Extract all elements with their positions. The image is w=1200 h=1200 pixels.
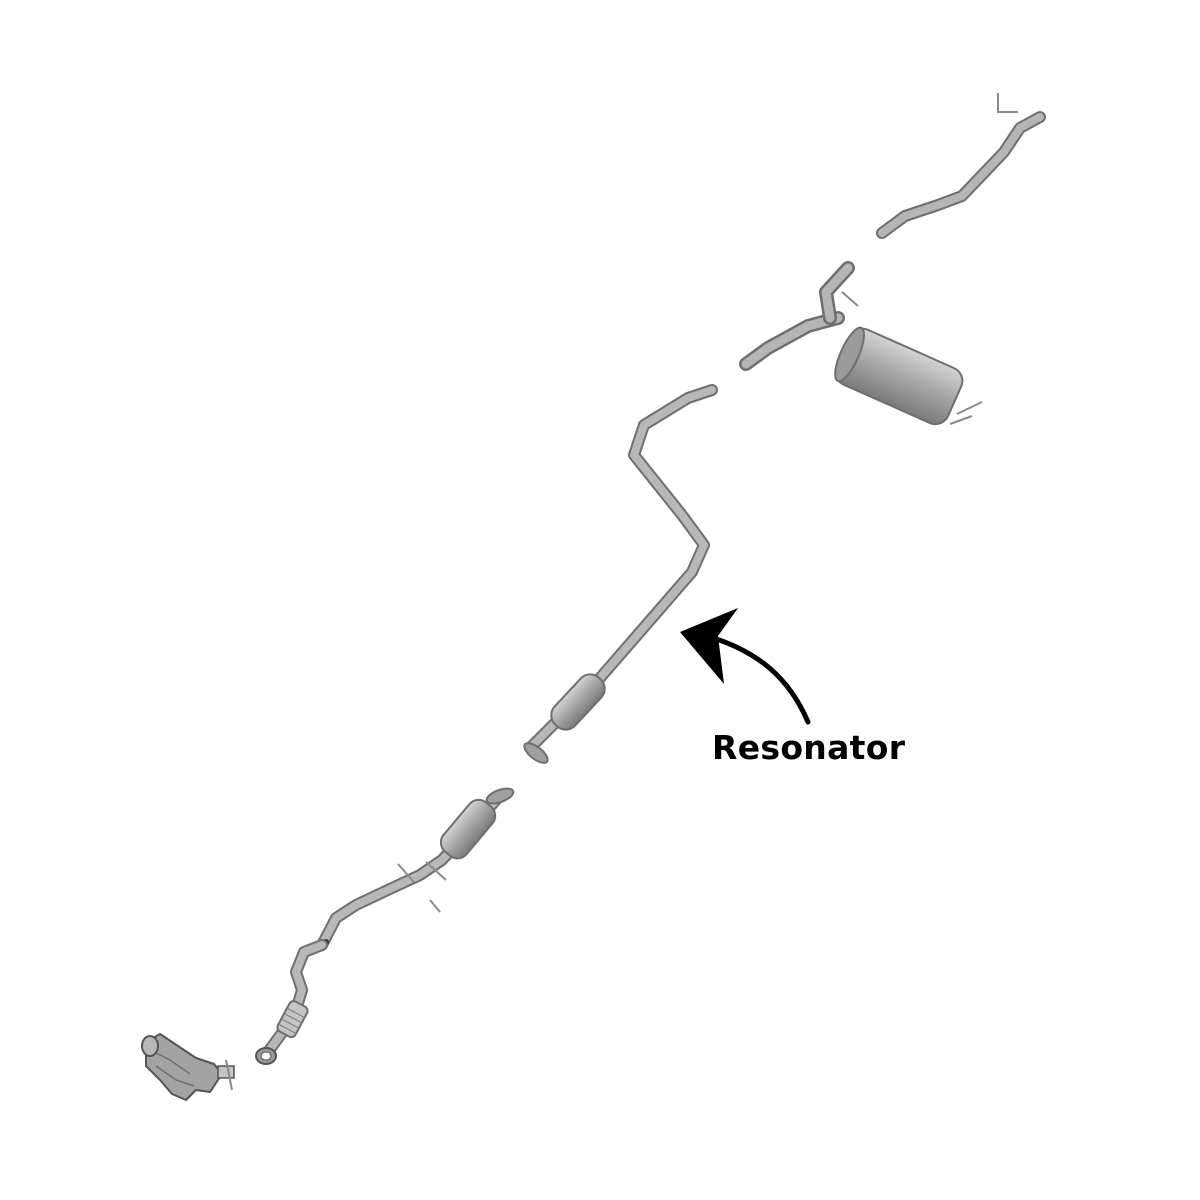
flex-pipe bbox=[276, 1000, 309, 1039]
resonator-pipe bbox=[523, 384, 718, 764]
resonator-label: Resonator bbox=[712, 728, 906, 767]
muffler-assembly bbox=[739, 261, 983, 426]
catalytic-converter bbox=[439, 798, 497, 860]
catalytic-converter-pipe bbox=[316, 787, 515, 951]
muffler bbox=[834, 326, 964, 426]
manifold-converter bbox=[141, 1033, 235, 1101]
resonator bbox=[550, 673, 606, 731]
front-pipe bbox=[255, 939, 328, 1065]
callout-arrow bbox=[680, 608, 811, 725]
tailpipe bbox=[876, 93, 1046, 239]
